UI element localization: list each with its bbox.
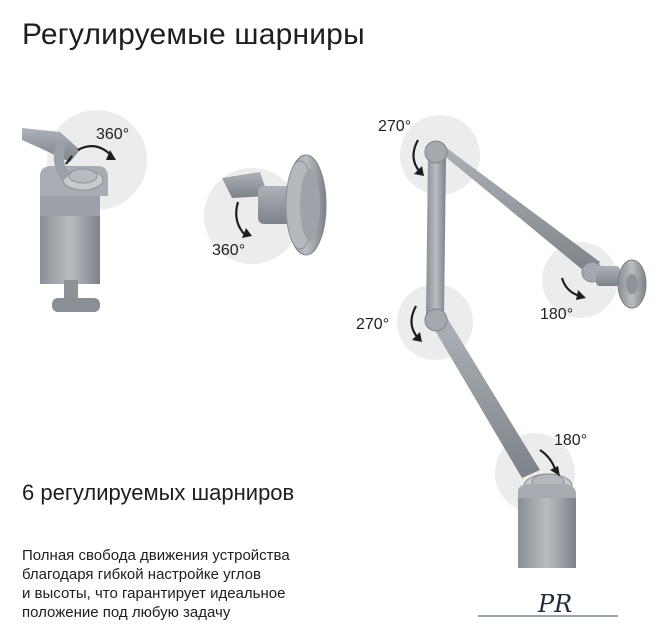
page-title: Регулируемые шарниры bbox=[22, 18, 365, 51]
description-line: и высоты, что гарантирует идеальное bbox=[22, 585, 286, 602]
base-joint-angle-label: 180° bbox=[554, 432, 588, 449]
head-joint-angle-label: 180° bbox=[540, 306, 574, 323]
description-line: положение под любую задачу bbox=[22, 604, 231, 621]
description-line: благодаря гибкой настройке углов bbox=[22, 566, 261, 583]
clamp-joint-angle-label: 360° bbox=[96, 126, 130, 143]
clamp-detail bbox=[22, 128, 108, 312]
mount-detail bbox=[222, 154, 327, 256]
top-joint-angle-label: 270° bbox=[378, 118, 412, 135]
feature-description: Полная свобода движения устройства благо… bbox=[22, 546, 352, 622]
middle-rotation-arrow bbox=[410, 305, 419, 339]
brand-logo-text: PR bbox=[537, 590, 572, 618]
head-joint-highlight bbox=[542, 242, 618, 318]
middle-joint-angle-label: 270° bbox=[356, 316, 390, 333]
description-line: Полная свобода движения устройства bbox=[22, 547, 290, 564]
top-rotation-arrow bbox=[412, 139, 421, 173]
feature-subtitle: 6 регулируемых шарниров bbox=[22, 480, 295, 505]
brand-logo: PR bbox=[478, 590, 618, 618]
rotation-arrows bbox=[65, 139, 586, 476]
mount-joint-angle-label: 360° bbox=[212, 242, 246, 259]
full-arm bbox=[424, 140, 647, 568]
